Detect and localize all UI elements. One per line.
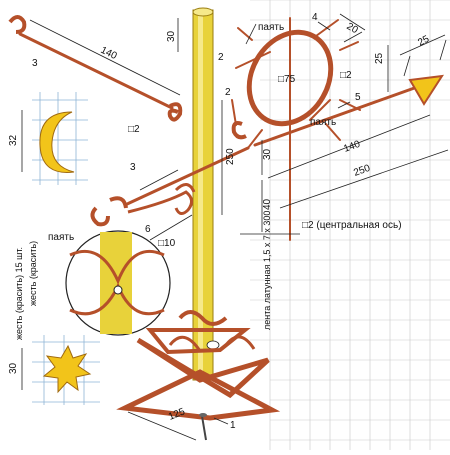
hook-s-icon: [8, 15, 27, 34]
label-140-top: 140: [99, 45, 119, 62]
label-30-mid: 30: [262, 148, 273, 160]
label-140-arrow: 140: [342, 139, 362, 155]
label-paint-top: пaять: [258, 22, 284, 33]
sun-icon: [42, 344, 92, 394]
crescent-moon-icon: [39, 111, 75, 173]
label-4: 4: [312, 12, 318, 23]
label-3-top: 3: [32, 58, 38, 69]
label-tin-paint-15: жесть (красить) 15 шт.: [14, 247, 24, 340]
label-strip-full: лента латунная 1,5 x 7 x 300: [262, 211, 272, 330]
label-sq2-axis: □2 (центральная ось): [302, 220, 402, 231]
label-20: 20: [345, 21, 361, 36]
label-30-top: 30: [166, 30, 177, 42]
arrow-vane-rod: 5 пaять 140 250: [231, 74, 449, 209]
mid-hook-rod: 3 6 □10: [90, 146, 250, 249]
label-40: 40: [262, 198, 273, 210]
label-sq75: □75: [278, 74, 296, 85]
label-1: 1: [230, 420, 236, 431]
label-5: 5: [355, 92, 361, 103]
label-250-arrow: 250: [352, 163, 372, 179]
label-sq10: □10: [158, 238, 176, 249]
moon-tile: 32: [8, 92, 88, 185]
top-hook-rod: 3 140 □2: [8, 15, 183, 135]
label-25-right: 25: [416, 34, 431, 49]
label-paint-mid: пaять: [310, 117, 336, 128]
sun-ring: □75: [231, 17, 361, 241]
base: 125 1: [116, 310, 281, 441]
label-25-mid: 25: [374, 52, 385, 64]
label-paint-left: пaять: [48, 232, 74, 243]
label-6: 6: [145, 224, 151, 235]
sun-tile: 30: [8, 335, 100, 405]
label-125: 125: [167, 406, 187, 423]
label-3-mid: 3: [130, 162, 136, 173]
label-32: 32: [8, 134, 19, 146]
label-tin-paint: жесть (красить): [28, 241, 38, 306]
screw-icon: [199, 413, 207, 441]
strip-label-group: лента латунная 1,5 x 7 x 300: [262, 211, 272, 330]
label-sq2-left: □2: [128, 124, 140, 135]
label-250-pole: 250: [225, 148, 236, 165]
arrow-vane-icon: [408, 74, 444, 106]
label-sq2-top: □2: [340, 70, 352, 81]
label-30-sun: 30: [8, 362, 19, 374]
detail-circle: пaять: [48, 214, 193, 336]
label-2-top: 2: [218, 52, 224, 63]
pole: [192, 7, 220, 381]
label-2-mid: 2: [225, 87, 231, 98]
